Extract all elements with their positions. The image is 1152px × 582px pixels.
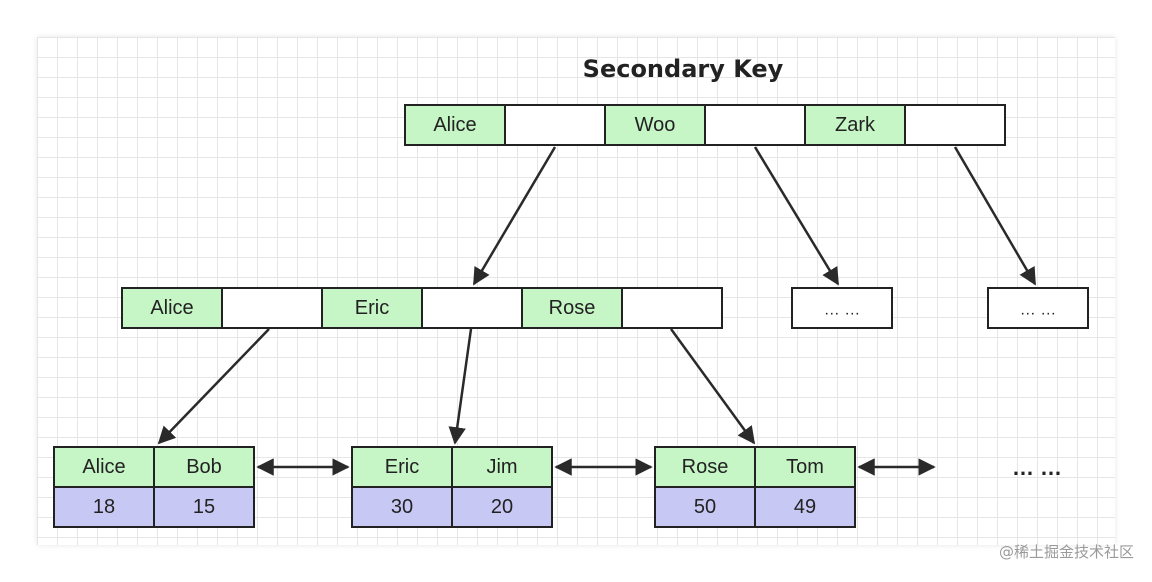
- leaf-value-label: 15: [193, 496, 215, 518]
- leaf-value-label: 30: [391, 496, 413, 518]
- leaf-value-label: 49: [794, 496, 816, 518]
- placeholder-ellipsis: … …: [824, 302, 860, 319]
- internal-key-label: Eric: [355, 297, 389, 319]
- leaf-key-cell: [654, 446, 756, 488]
- leaf-node: Alice Bob 18 15: [53, 446, 255, 528]
- leaf-value-cell: [654, 486, 756, 528]
- leaf-value-cell: [754, 486, 856, 528]
- root-node: Alice Woo Zark: [404, 104, 1006, 146]
- root-pointer-cell: [704, 104, 806, 146]
- diagram-title: Secondary Key: [583, 55, 784, 83]
- leaf-key-cell: [451, 446, 553, 488]
- root-key-cell: [804, 104, 906, 146]
- root-key-label: Zark: [835, 114, 876, 136]
- leaf-value-label: 50: [694, 496, 716, 518]
- internal-key-label: Alice: [150, 297, 193, 319]
- leaf-node: Eric Jim 30 20: [351, 446, 553, 528]
- leaf-continuation-ellipsis: … …: [1012, 455, 1062, 480]
- leaf-key-label: Rose: [682, 456, 729, 478]
- leaf-key-label: Tom: [786, 456, 824, 478]
- leaf-key-label: Eric: [385, 456, 419, 478]
- leaf-value-cell: [153, 486, 255, 528]
- internal-key-cell: [321, 287, 423, 329]
- placeholder-cell: [791, 287, 893, 329]
- root-to-placeholder-arrow: [753, 146, 840, 286]
- btree-diagram: Secondary Key Alice Woo Zark Alice Eric …: [53, 55, 1089, 528]
- placeholder-node: … …: [791, 287, 893, 329]
- leaf-value-label: 18: [93, 496, 115, 518]
- root-key-label: Alice: [433, 114, 476, 136]
- leaf-value-cell: [451, 486, 553, 528]
- internal-pointer-cell: [221, 287, 323, 329]
- leaf-value-label: 20: [491, 496, 513, 518]
- leaf-node: Rose Tom 50 49: [654, 446, 856, 528]
- root-pointer-cell: [904, 104, 1006, 146]
- root-pointer-cell: [504, 104, 606, 146]
- internal-pointer-cell: [421, 287, 523, 329]
- root-key-label: Woo: [635, 114, 676, 136]
- watermark: @稀土掘金技术社区: [998, 543, 1134, 561]
- placeholder-cell: [987, 287, 1089, 329]
- leaf-key-label: Bob: [186, 456, 222, 478]
- internal-to-leaf-arrow: [157, 328, 270, 445]
- leaf-key-label: Jim: [486, 456, 517, 478]
- diagram-canvas: Secondary Key Alice Woo Zark Alice Eric …: [37, 37, 1115, 545]
- leaf-key-label: Alice: [82, 456, 125, 478]
- internal-key-label: Rose: [549, 297, 596, 319]
- root-key-cell: [604, 104, 706, 146]
- internal-pointer-cell: [621, 287, 723, 329]
- internal-to-leaf-arrow: [669, 328, 756, 445]
- internal-to-leaf-arrow: [448, 328, 473, 445]
- internal-key-cell: [521, 287, 623, 329]
- root-key-cell: [404, 104, 506, 146]
- root-to-placeholder-arrow: [953, 146, 1037, 286]
- root-to-internal-arrow: [472, 146, 557, 286]
- leaf-key-cell: [754, 446, 856, 488]
- leaf-key-cell: [153, 446, 255, 488]
- placeholder-ellipsis: … …: [1020, 302, 1056, 319]
- placeholder-node: … …: [987, 287, 1089, 329]
- internal-node: Alice Eric Rose: [121, 287, 723, 329]
